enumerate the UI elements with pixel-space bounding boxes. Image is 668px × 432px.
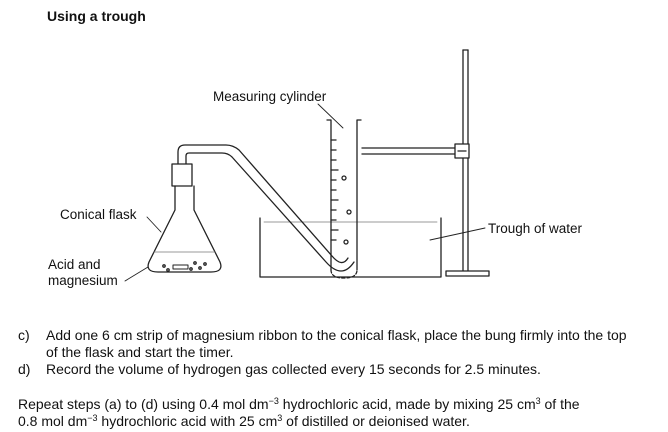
method-steps: c) Add one 6 cm strip of magnesium ribbo… <box>18 327 627 378</box>
label-conical-flask: Conical flask <box>60 207 137 222</box>
clamp <box>361 143 470 159</box>
bung <box>171 163 193 187</box>
delivery-tube <box>177 144 355 272</box>
page-heading: Using a trough <box>47 8 146 24</box>
step-marker: d) <box>18 361 31 377</box>
repeat-line-1: Repeat steps (a) to (d) using 0.4 mol dm… <box>18 396 580 412</box>
label-measuring-cylinder: Measuring cylinder <box>213 89 327 104</box>
measuring-cylinder <box>326 119 362 279</box>
trough <box>259 217 442 278</box>
step-text-cont: of the flask and start the timer. <box>46 344 234 360</box>
retort-stand <box>445 49 490 277</box>
apparatus-diagram <box>124 49 490 282</box>
step-text: Record the volume of hydrogen gas collec… <box>46 361 541 377</box>
repeat-instructions: Repeat steps (a) to (d) using 0.4 mol dm… <box>18 396 580 430</box>
label-trough-of-water: Trough of water <box>488 221 583 236</box>
conical-flask <box>147 185 222 273</box>
step-c: c) Add one 6 cm strip of magnesium ribbo… <box>18 327 627 361</box>
label-magnesium: magnesium <box>48 273 118 288</box>
label-acid-and: Acid and <box>48 257 101 272</box>
step-marker: c) <box>18 327 30 343</box>
step-d: d) Record the volume of hydrogen gas col… <box>18 361 627 378</box>
repeat-line-2: 0.8 mol dm−3 hydrochloric acid with 25 c… <box>18 413 470 429</box>
step-text: Add one 6 cm strip of magnesium ribbon t… <box>46 327 627 343</box>
leader-lines <box>124 103 486 282</box>
